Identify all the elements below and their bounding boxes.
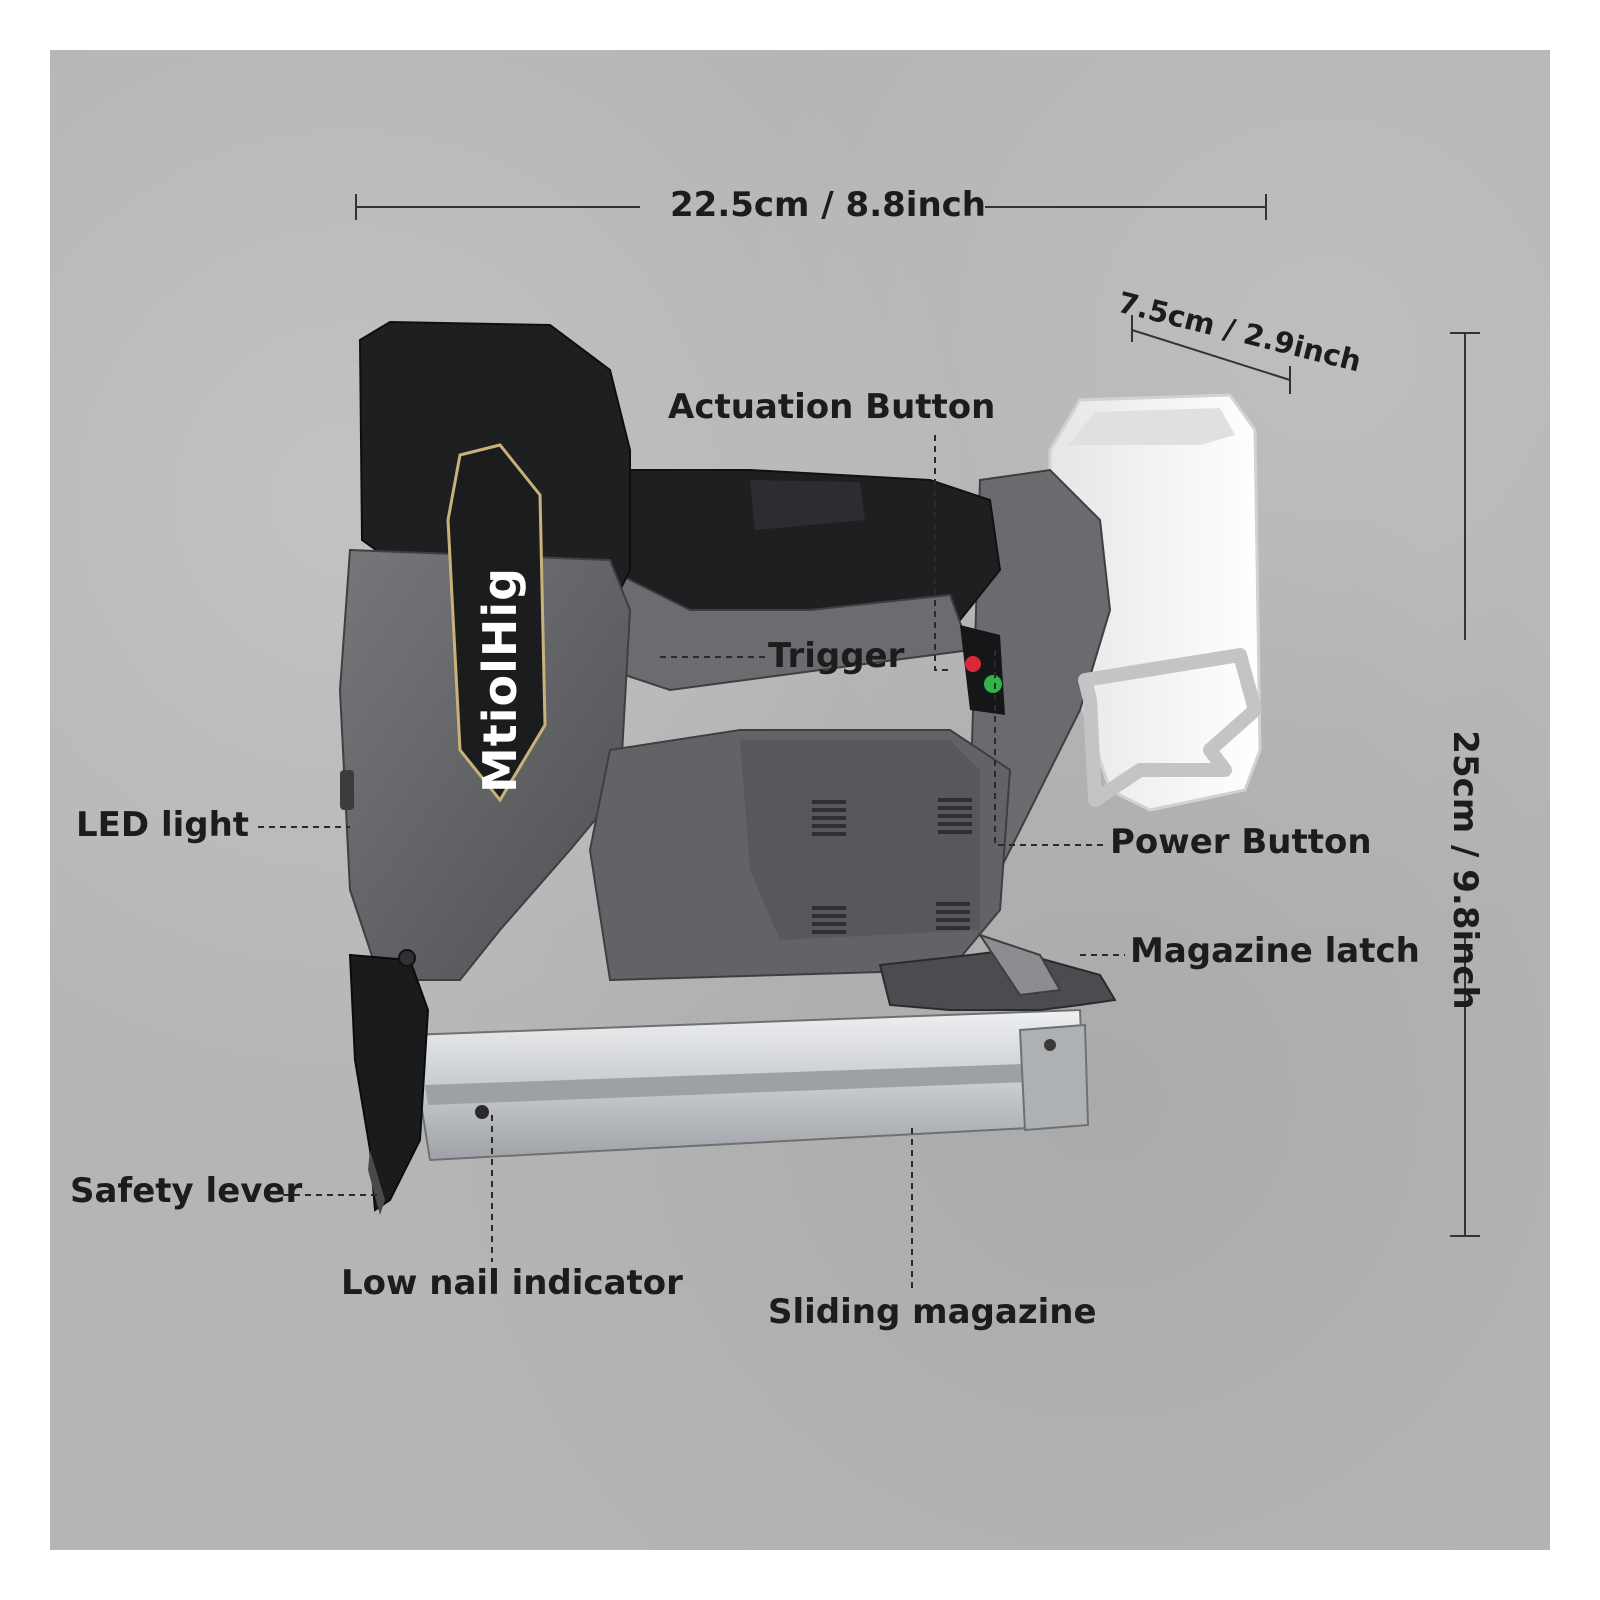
red-indicator-icon	[965, 656, 981, 672]
depth-dimension-line	[1131, 315, 1291, 394]
power-button-icon	[984, 675, 1002, 693]
width-dimension-line	[355, 194, 1267, 220]
width-dimension-label: 22.5cm / 8.8inch	[670, 185, 987, 225]
nailer-illustration	[258, 194, 1480, 1288]
height-dimension-line	[1450, 332, 1480, 1237]
safety-lever-shape	[348, 949, 430, 1215]
actuation-button-label: Actuation Button	[668, 387, 996, 427]
brand-logo: MtiolHig	[473, 566, 527, 794]
belt-hook	[1078, 648, 1262, 807]
power-button-label: Power Button	[1110, 822, 1372, 862]
safety-lever-label: Safety lever	[70, 1171, 303, 1211]
low-nail-indicator-label: Low nail indicator	[341, 1263, 683, 1303]
nailer-body	[338, 320, 1112, 982]
sliding-magazine-label: Sliding magazine	[768, 1292, 1097, 1332]
sliding-magazine-shape	[408, 1008, 1090, 1162]
height-dimension-label: 25cm / 9.8inch	[1445, 730, 1485, 1010]
low-nail-window-icon	[475, 1105, 489, 1119]
product-diagram: MtiolHig 22.5cm / 8.8inch 7.5cm / 2.9inc…	[50, 50, 1550, 1550]
callout-lines	[258, 435, 1125, 1288]
led-light-label: LED light	[76, 805, 250, 845]
magazine-latch-label: Magazine latch	[1130, 931, 1420, 971]
trigger-label: Trigger	[768, 636, 905, 676]
magazine-latch-shape	[878, 933, 1117, 1011]
led-light-icon	[340, 770, 354, 810]
control-panel	[960, 625, 1005, 715]
